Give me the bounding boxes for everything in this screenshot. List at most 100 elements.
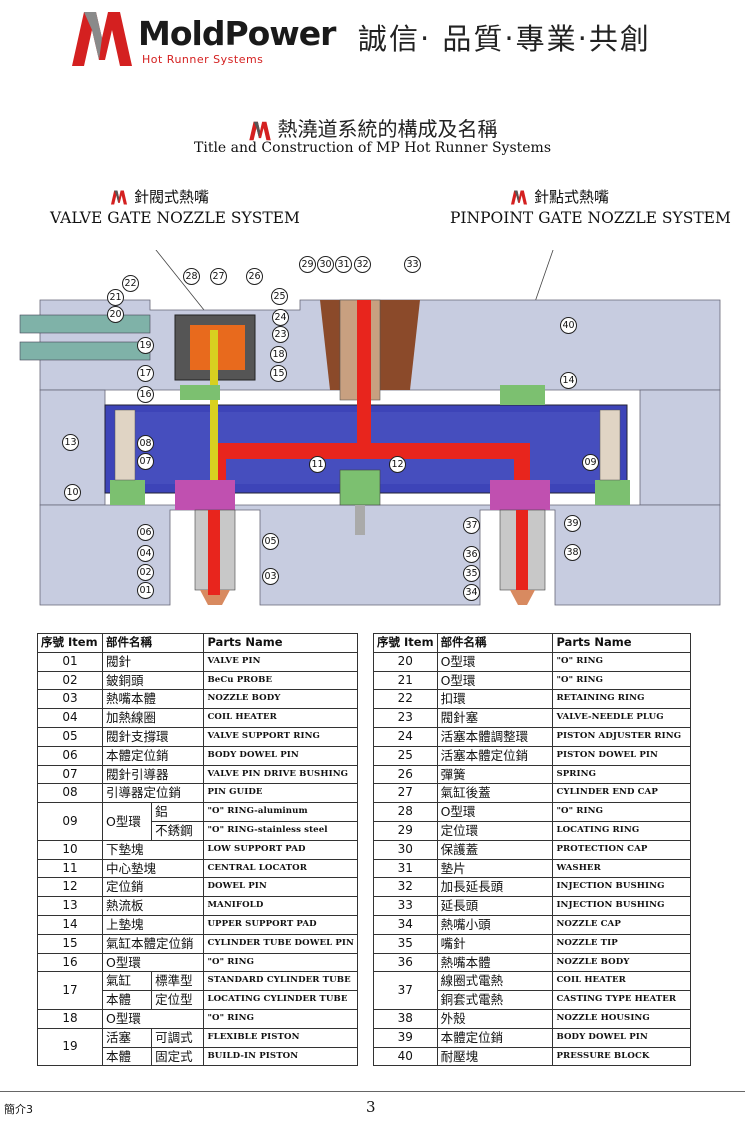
cell-en: MANIFOLD xyxy=(203,896,358,916)
cell-cn: 氣缸後蓋 xyxy=(436,783,554,804)
cell-item: 36 xyxy=(373,952,438,973)
cell-en: STANDARD CYLINDER TUBE xyxy=(203,971,358,992)
cell-cn: 下墊塊 xyxy=(101,839,205,860)
cell-item: 37 xyxy=(373,971,438,1010)
callout-37: 37 xyxy=(463,517,480,534)
cell-item: 13 xyxy=(37,896,103,916)
callout-03: 03 xyxy=(262,568,279,585)
cell-en: LOCATING RING xyxy=(552,820,691,841)
callout-29: 29 xyxy=(299,256,316,273)
cell-cn: 閥針塞 xyxy=(436,708,554,728)
cell-item: 06 xyxy=(37,745,103,766)
callout-06: 06 xyxy=(137,524,154,541)
cell-en: PIN GUIDE xyxy=(203,783,358,804)
cell-en: NOZZLE CAP xyxy=(552,914,691,935)
cell-en: VALVE-NEEDLE PLUG xyxy=(552,708,691,728)
cell-cn: 線圈式電熱 xyxy=(436,971,554,992)
cell-cn: O型環 xyxy=(101,1008,205,1029)
cell-item: 15 xyxy=(37,933,103,954)
cell-en: BeCu PROBE xyxy=(203,670,358,691)
cell-en: "O" RING xyxy=(552,651,691,672)
cell-cn: 活塞本體定位銷 xyxy=(436,745,554,766)
cell-en: CYLINDER TUBE DOWEL PIN xyxy=(203,933,358,954)
cell-item: 09 xyxy=(37,802,103,841)
header-item: 序號 Item xyxy=(373,633,438,653)
callout-19: 19 xyxy=(137,337,154,354)
cell-item: 23 xyxy=(373,708,438,728)
header-en: Parts Name xyxy=(552,633,691,653)
cell-en: NOZZLE TIP xyxy=(552,933,691,954)
valve-system-en: VALVE GATE NOZZLE SYSTEM xyxy=(50,209,300,227)
cell-en: BODY DOWEL PIN xyxy=(203,745,358,766)
cell-en: PROTECTION CAP xyxy=(552,839,691,860)
callout-24: 24 xyxy=(272,309,289,326)
mp-logo-icon xyxy=(248,121,271,140)
cell-item: 25 xyxy=(373,745,438,766)
cell-item: 03 xyxy=(37,689,103,710)
callout-25: 25 xyxy=(271,288,288,305)
cell-en: UPPER SUPPORT PAD xyxy=(203,914,358,935)
cell-item: 18 xyxy=(37,1008,103,1029)
cell-item: 20 xyxy=(373,651,438,672)
valve-system-title: 針閥式熱嘴 xyxy=(110,186,209,207)
cell-item: 33 xyxy=(373,896,438,916)
callout-16: 16 xyxy=(137,386,154,403)
cell-en: RETAINING RING xyxy=(552,689,691,710)
pinpoint-system-title: 針點式熱嘴 xyxy=(510,186,609,207)
cell-en: COIL HEATER xyxy=(552,971,691,992)
cell-cn: 閥針引導器 xyxy=(101,764,205,785)
cell-en: VALVE PIN DRIVE BUSHING xyxy=(203,764,358,785)
cell-cn: 本體 xyxy=(101,990,153,1010)
cell-en: BODY DOWEL PIN xyxy=(552,1027,691,1048)
callout-23: 23 xyxy=(272,326,289,343)
cell-item: 24 xyxy=(373,726,438,747)
cell-cn: 加熱線圈 xyxy=(101,708,205,728)
cell-item: 04 xyxy=(37,708,103,728)
page-subtitle: Title and Construction of MP Hot Runner … xyxy=(194,140,551,156)
table-header-row: 序號 Item 部件名稱 Parts Name xyxy=(373,633,691,653)
callout-09: 09 xyxy=(582,454,599,471)
callout-15: 15 xyxy=(270,365,287,382)
callout-30: 30 xyxy=(317,256,334,273)
cell-en: INJECTION BUSHING xyxy=(552,877,691,898)
cell-en: LOW SUPPORT PAD xyxy=(203,839,358,860)
callout-08: 08 xyxy=(137,435,154,452)
cell-item: 02 xyxy=(37,670,103,691)
valve-system-cn: 針閥式熱嘴 xyxy=(134,188,210,206)
cell-en: CYLINDER END CAP xyxy=(552,783,691,804)
cell-en: PISTON DOWEL PIN xyxy=(552,745,691,766)
cell-cn: 本體 xyxy=(101,1046,153,1067)
cell-cn: 熱流板 xyxy=(101,896,205,916)
cell-cn: 嘴針 xyxy=(436,933,554,954)
cell-cn: 扣環 xyxy=(436,689,554,710)
cell-cn: 本體定位銷 xyxy=(436,1027,554,1048)
cell-item: 10 xyxy=(37,839,103,860)
cell-item: 17 xyxy=(37,971,103,1010)
cell-cn: 耐壓塊 xyxy=(436,1046,554,1067)
callout-04: 04 xyxy=(137,545,154,562)
cell-en: INJECTION BUSHING xyxy=(552,896,691,916)
mp-logo-icon xyxy=(510,190,528,205)
